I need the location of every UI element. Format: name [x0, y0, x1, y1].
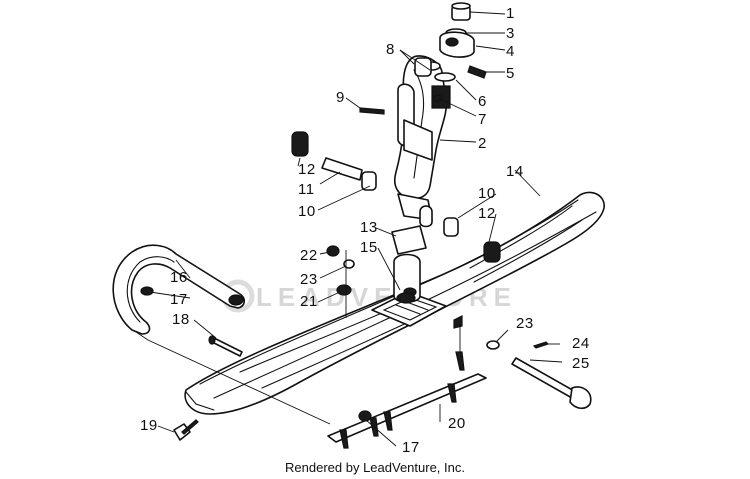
bolt-19 [173, 419, 199, 441]
callout-24: 24 [572, 335, 590, 352]
callout-6: 6 [478, 93, 487, 110]
spindle [394, 55, 451, 228]
callout-9: 9 [336, 89, 345, 106]
callout-4: 4 [506, 43, 515, 60]
callout-23b: 23 [516, 315, 534, 332]
callout-22: 22 [300, 247, 318, 264]
leader-lines [135, 11, 563, 447]
callout-12b: 12 [478, 205, 496, 222]
callout-3: 3 [506, 25, 515, 42]
callout-11: 11 [298, 181, 315, 198]
small-hardware [326, 245, 355, 296]
callout-18: 18 [172, 311, 190, 328]
callout-20: 20 [448, 415, 466, 432]
callout-25: 25 [572, 355, 590, 372]
callout-1: 1 [506, 5, 515, 22]
callout-5: 5 [506, 65, 515, 82]
callout-10b: 10 [478, 185, 496, 202]
callout-13: 13 [360, 219, 378, 236]
callout-14: 14 [506, 163, 524, 180]
bushings [291, 131, 501, 304]
wear-bar [327, 351, 487, 449]
bolt-25 [453, 315, 592, 410]
callout-12: 12 [298, 161, 316, 178]
callout-17: 17 [170, 291, 188, 308]
callout-2: 2 [478, 135, 487, 152]
callout-8: 8 [386, 41, 395, 58]
bolt-18 [208, 335, 243, 357]
callout-16: 16 [170, 269, 188, 286]
callout-15: 15 [360, 239, 378, 256]
callout-17b: 17 [402, 439, 420, 456]
callout-21: 21 [300, 293, 318, 310]
callout-19: 19 [140, 417, 158, 434]
callout-7: 7 [478, 111, 487, 128]
callouts: 1 3 4 5 8 6 9 7 2 12 11 10 14 10 12 13 1… [140, 5, 590, 456]
callout-10: 10 [298, 203, 316, 220]
footer-credit: Rendered by LeadVenture, Inc. [285, 460, 465, 475]
spindle-hardware [359, 2, 487, 115]
callout-23: 23 [300, 271, 318, 288]
